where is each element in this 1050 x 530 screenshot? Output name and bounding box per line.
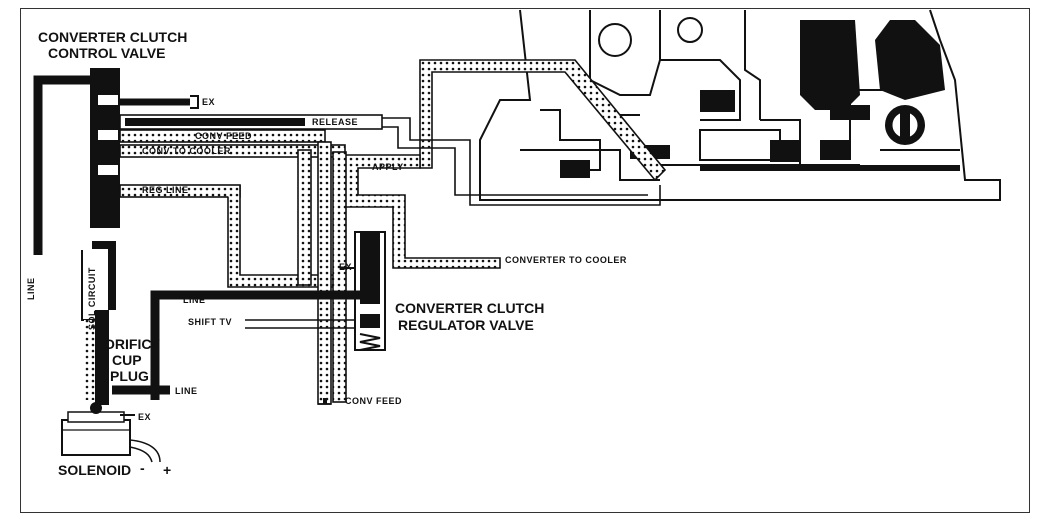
sol-circuit-pipe (92, 241, 116, 310)
label-reg-line: REG LINE (142, 185, 189, 195)
apply-passage (344, 59, 667, 269)
solenoid-label: SOLENOID (58, 462, 131, 478)
orifice-label-2: CUP (112, 352, 142, 368)
line-circuit-pipe (33, 75, 92, 255)
release-fill (125, 118, 305, 126)
line-upper-pipe (150, 290, 360, 400)
solenoid-minus: - (140, 460, 145, 476)
label-line-lower: LINE (175, 386, 198, 396)
label-line-upper: LINE (183, 295, 206, 305)
orifice-label-3: PLUG (110, 368, 149, 384)
sol-circuit-dotted (84, 320, 98, 400)
label-ex-top: EX (202, 97, 215, 107)
label-conv-feed-bottom: CONV FEED (345, 396, 402, 406)
regulator-valve-title-1: CONVERTER CLUTCH (395, 300, 544, 316)
solenoid-plus: + (163, 462, 171, 478)
label-apply: APPLY (372, 162, 404, 172)
control-valve-title-1: CONVERTER CLUTCH (38, 29, 187, 45)
label-conv-feed-top: CONV FEED (195, 131, 252, 141)
label-ex-mid: EX (339, 262, 352, 272)
label-ex-solenoid: EX (138, 412, 151, 422)
label-sol-circuit: SOL CIRCUIT (87, 267, 97, 330)
label-release: RELEASE (312, 117, 358, 127)
control-valve-title-2: CONTROL VALVE (48, 45, 165, 61)
gear-key (900, 110, 910, 140)
orifice-label-1: ORIFICF (104, 336, 160, 352)
label-line-vertical: LINE (26, 277, 36, 300)
orifice-cup-plug-body (95, 310, 109, 405)
solenoid-assembly (61, 402, 161, 463)
label-conv-to-cooler: CONV TO COOLER (142, 146, 231, 156)
regulator-valve-title-2: REGULATOR VALVE (398, 317, 534, 333)
converter-clutch-regulator-valve (354, 231, 386, 351)
converter-clutch-control-valve (90, 68, 120, 228)
label-converter-to-cooler: CONVERTER TO COOLER (505, 255, 627, 265)
shift-tv-line (245, 319, 355, 329)
label-shift-tv: SHIFT TV (188, 317, 232, 327)
diagram-frame (20, 8, 1030, 513)
release-passage (380, 117, 661, 206)
